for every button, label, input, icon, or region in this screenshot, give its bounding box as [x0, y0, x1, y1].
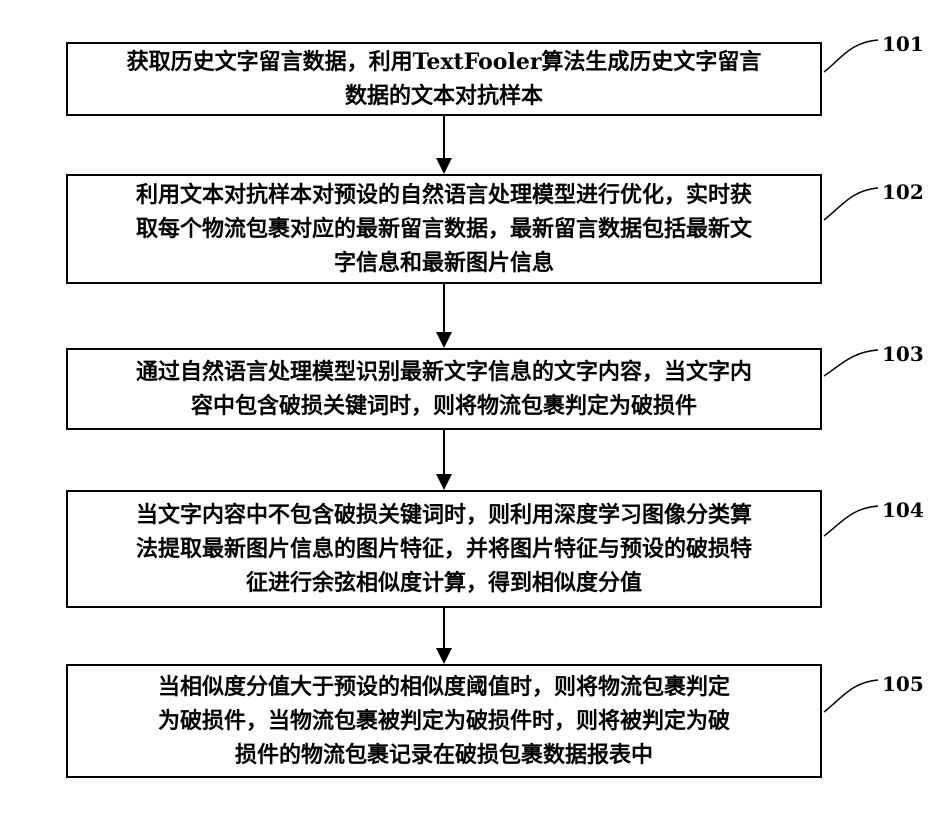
- leader-line-102: [824, 188, 878, 220]
- leader-line-105: [824, 680, 878, 712]
- arrowhead-104-105: [436, 648, 452, 664]
- arrowhead-101-102: [436, 158, 452, 174]
- arrowhead-103-104: [436, 474, 452, 490]
- leader-line-101: [824, 40, 878, 72]
- leader-line-103: [824, 350, 878, 376]
- leader-line-104: [824, 506, 878, 536]
- arrowhead-102-103: [436, 332, 452, 348]
